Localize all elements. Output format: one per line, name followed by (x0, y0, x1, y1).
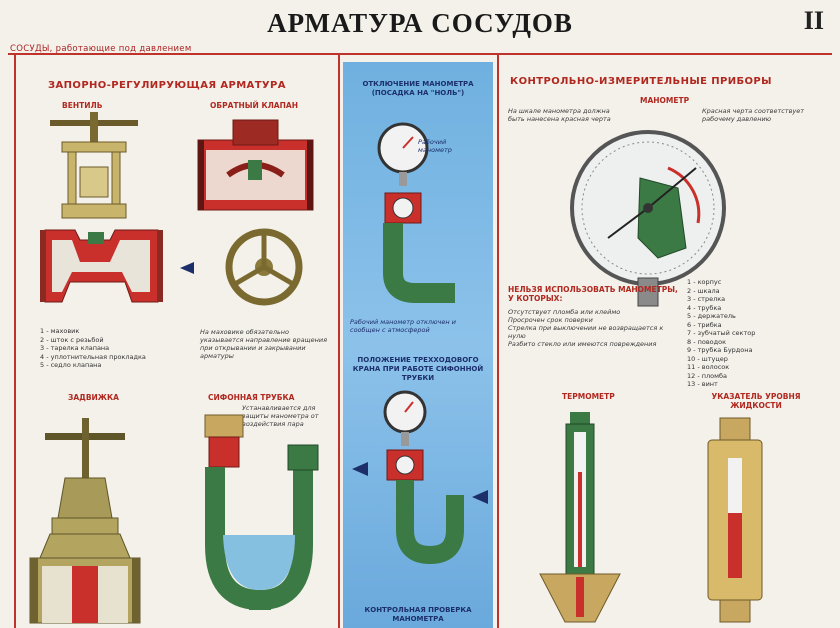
legend-item: 1 - маховик (40, 327, 80, 335)
forbidden-item: Стрелка при выключении не возвращается к… (508, 324, 664, 340)
legend-item: 10 - штуцер (687, 354, 728, 363)
globe-valve-illustration (40, 112, 163, 303)
level-indicator-illustration (707, 417, 763, 623)
legend-item: 11 - волосок (687, 363, 730, 371)
check-valve-label: ОБРАТНЫЙ КЛАПАН (210, 101, 298, 110)
gauge-note: Рабочий манометр (418, 138, 452, 154)
left-border (14, 55, 16, 628)
legend-item: 6 - трибка (687, 320, 722, 329)
manometer-illustration (570, 130, 726, 307)
legend-item: 2 - шток с резьбой (40, 335, 104, 344)
handwheel-illustration (225, 228, 303, 306)
check-valve-illustration (197, 119, 314, 211)
poster-subtitle: СОСУДЫ, работающие под давлением (10, 44, 192, 54)
legend-item: 12 - пломба (687, 371, 728, 380)
header-divider (8, 53, 832, 55)
divider-left (338, 55, 340, 628)
legend-item: 4 - уплотнительная прокладка (40, 352, 146, 361)
legend-item: 3 - стрелка (687, 295, 726, 303)
poster-title: АРМАТУРА СОСУДОВ (267, 8, 573, 38)
manometer-zero-illustration (377, 122, 455, 303)
gauge-note-left: На шкале манометра должна быть нанесена … (508, 107, 611, 123)
forbidden-item: Разбито стекло или имеются повреждения (508, 340, 657, 348)
section-heading-instruments: КОНТРОЛЬНО-ИЗМЕРИТЕЛЬНЫЕ ПРИБОРЫ (510, 76, 772, 87)
zero-note: Рабочий манометр отключен и сообщен с ат… (350, 318, 456, 334)
three-way-crane-illustration (383, 390, 464, 565)
siphon-tube-illustration (204, 414, 319, 611)
gate-valve-label: ЗАДВИЖКА (68, 393, 119, 402)
level-indicator-label: УКАЗАТЕЛЬ УРОВНЯ ЖИДКОСТИ (711, 392, 801, 410)
legend-item: 1 - корпус (687, 278, 722, 286)
forbidden-list: Отсутствует пломба или клеймо Просрочен … (508, 308, 683, 348)
forbidden-item: Отсутствует пломба или клеймо (508, 308, 621, 316)
forbidden-item: Просрочен срок поверки (508, 316, 593, 324)
gauge-note-right: Красная черта соответствует рабочему дав… (702, 107, 805, 123)
legend-item: 13 - винт (687, 380, 718, 388)
legend-item: 5 - седло клапана (40, 361, 102, 369)
thermometer-label: ТЕРМОМЕТР (562, 392, 615, 401)
section-heading-shutoff: ЗАПОРНО-РЕГУЛИРУЮЩАЯ АРМАТУРА (48, 80, 286, 91)
divider-right (497, 55, 499, 628)
siphon-note: Устанавливается для защиты манометра от … (242, 404, 319, 428)
arrow-left-icon (180, 262, 194, 274)
manometer-legend: 1 - корпус 2 - шкала 3 - стрелка 4 - тру… (687, 278, 822, 389)
thermometer-illustration (539, 412, 621, 623)
manometer-label: МАНОМЕТР (640, 96, 690, 105)
legend-item: 5 - держатель (687, 312, 736, 320)
arrow-left-icon (352, 462, 368, 476)
valve-legend: 1 - маховик 2 - шток с резьбой 3 - тарел… (40, 327, 180, 370)
legend-item: 4 - трубка (687, 303, 722, 312)
legend-item: 8 - поводок (687, 337, 727, 346)
wheel-note: На маховике обязательно указывается напр… (200, 328, 328, 360)
zeroing-heading: ОТКЛЮЧЕНИЕ МАНОМЕТРА (ПОСАДКА НА "НОЛЬ") (362, 80, 474, 97)
legend-item: 2 - шкала (687, 286, 720, 295)
forbidden-heading: НЕЛЬЗЯ ИСПОЛЬЗОВАТЬ МАНОМЕТРЫ, У КОТОРЫХ… (508, 285, 678, 303)
control-check-heading: КОНТРОЛЬНАЯ ПРОВЕРКА МАНОМЕТРА (364, 606, 472, 623)
poster-number: II (803, 6, 824, 35)
legend-item: 3 - тарелка клапана (40, 344, 110, 352)
siphon-crane-heading: ПОЛОЖЕНИЕ ТРЕХХОДОВОГО КРАНА ПРИ РАБОТЕ … (352, 356, 484, 382)
siphon-label: СИФОННАЯ ТРУБКА (208, 393, 295, 402)
arrow-left-icon (472, 490, 488, 504)
legend-item: 7 - зубчатый сектор (687, 329, 756, 337)
legend-item: 9 - трубка Бурдона (687, 346, 753, 354)
valve-label: ВЕНТИЛЬ (62, 101, 103, 110)
gate-valve-illustration (29, 418, 141, 624)
